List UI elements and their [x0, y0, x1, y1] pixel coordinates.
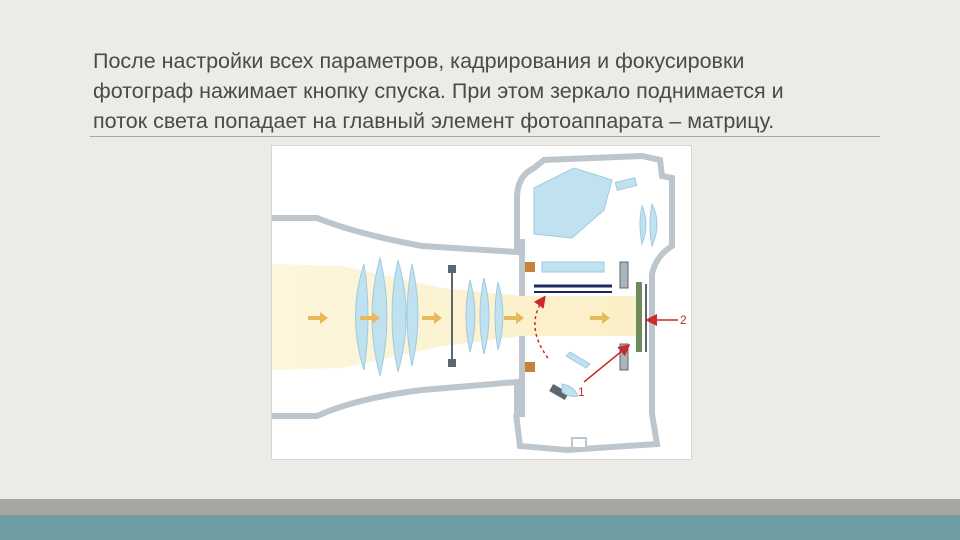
focusing-screen: [541, 261, 605, 273]
mirror-swing-arrow: [533, 295, 549, 359]
light-direction-arrows: [308, 312, 610, 324]
text-line-2: фотограф нажимает кнопку спуска. При это…: [93, 79, 784, 103]
shutter-top: [619, 261, 629, 289]
viewfinder-element: [614, 177, 638, 191]
mount-bracket-top: [525, 262, 535, 272]
title-underline: [90, 136, 880, 137]
camera-body-outline: [513, 152, 675, 454]
secondary-mirror: [565, 351, 591, 369]
camera-diagram: 1 2: [271, 145, 692, 460]
mount-bracket-bottom: [525, 362, 535, 372]
camera-diagram-svg: 1 2: [272, 152, 687, 454]
callout-2-label: 2: [680, 313, 687, 327]
aperture-blades: [448, 265, 456, 367]
shutter-bottom: [619, 343, 629, 371]
footer-stripe-light: [0, 499, 960, 515]
callout-1-label: 1: [578, 385, 585, 399]
pentaprism: [533, 167, 613, 239]
image-sensor: [636, 282, 642, 352]
eyepiece-lens: [649, 202, 658, 248]
af-sensor: [549, 383, 579, 400]
eyepiece-lens-2: [639, 204, 647, 246]
light-beam: [272, 264, 637, 370]
callout-1-pointer: [583, 344, 631, 383]
footer-stripe-dark: [0, 515, 960, 540]
text-line-1: После настройки всех параметров, кадриро…: [93, 49, 745, 73]
text-line-3: поток света попадает на главный элемент …: [93, 109, 775, 133]
slide-body-text: После настройки всех параметров, кадриро…: [93, 46, 883, 136]
bottom-connector: [571, 437, 587, 449]
